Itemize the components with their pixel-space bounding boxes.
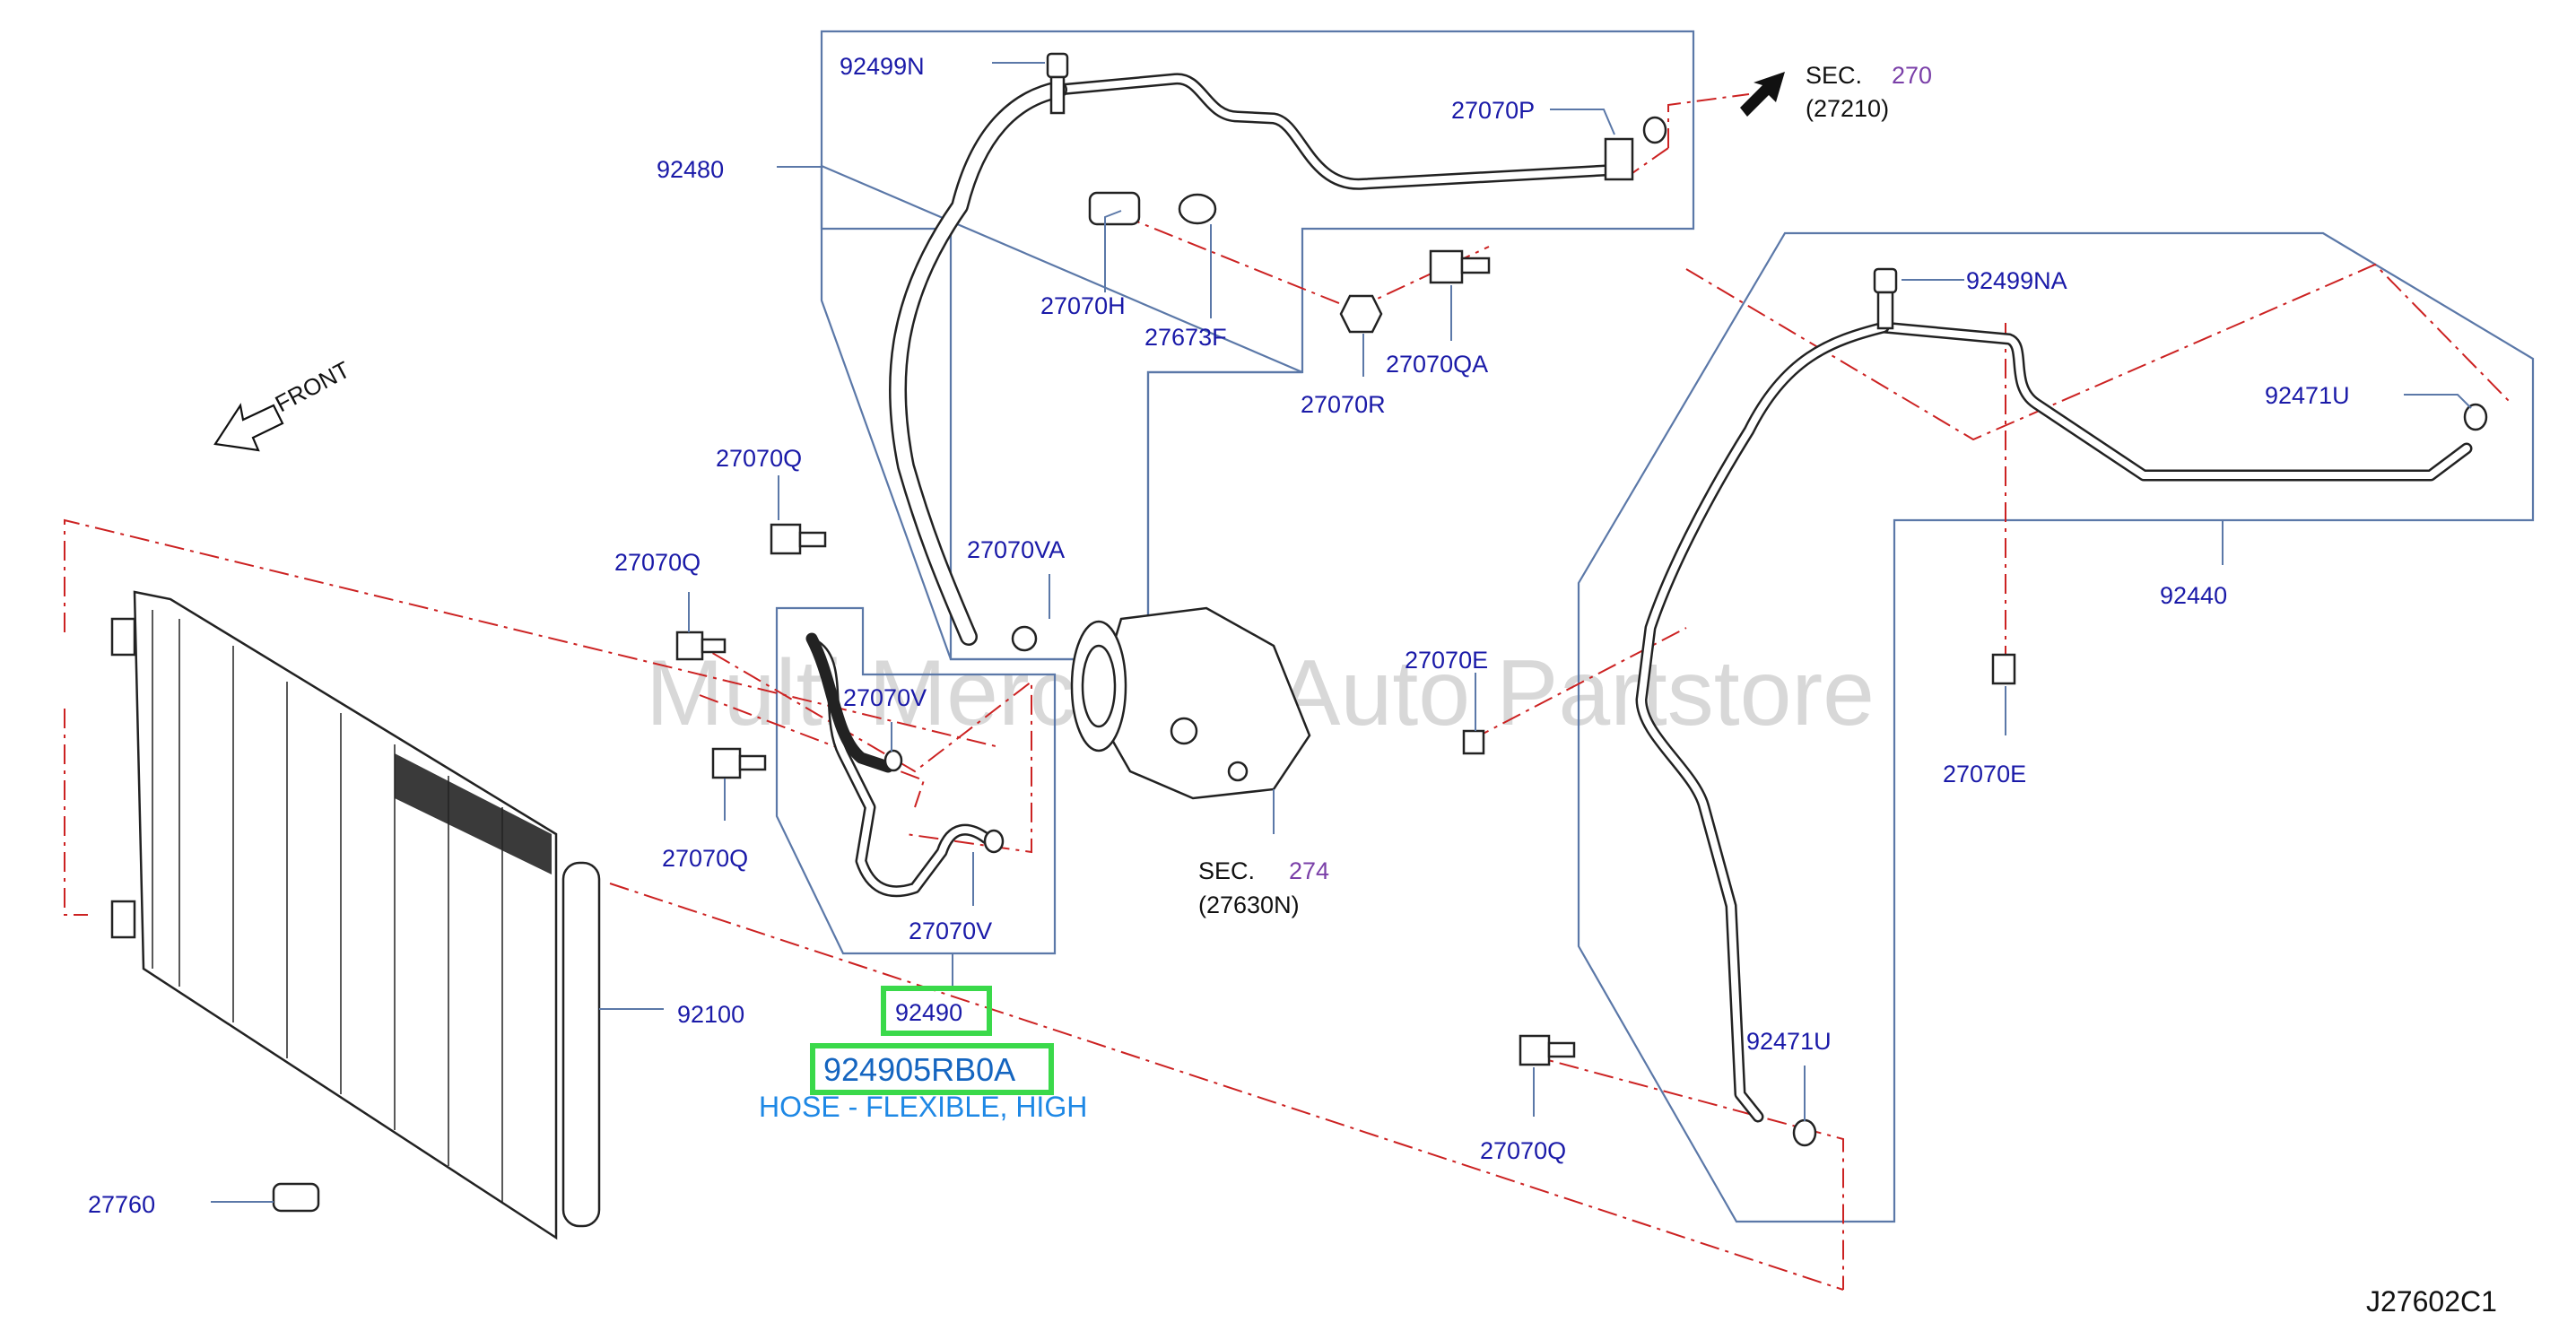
fitting-27070p [1604,116,1667,181]
oring-27070v [883,749,1005,854]
outline-group-92490 [775,606,1057,955]
dashed-ref-condenser-bottom [609,883,1844,1291]
dashed-ref-qa [1353,246,1490,310]
label-92480[interactable]: 92480 [657,156,724,183]
leader-lines [211,62,2472,1203]
label-27673f[interactable]: 27673F [1144,324,1227,351]
label-27070qa[interactable]: 27070QA [1386,351,1488,378]
label-92440[interactable]: 92440 [2160,582,2227,609]
label-27070q-4[interactable]: 27070Q [1480,1137,1566,1164]
dashed-ref-27070h [1120,214,1355,310]
dashed-ref-92440-top [1685,263,2512,441]
dashed-ref-27070e-h [1470,627,1687,741]
bolt-27070q-4 [1519,1034,1576,1066]
dashed-ref-q-lower [699,694,926,808]
front-label: FRONT [271,356,354,418]
label-27070q-2[interactable]: 27070Q [614,549,701,576]
sensor-27760 [272,1182,320,1213]
highlight-description: HOSE - FLEXIBLE, HIGH [759,1091,1087,1123]
compressor-sec-274[interactable] [1070,606,1311,800]
label-27070va[interactable]: 27070VA [967,536,1065,563]
label-27070r[interactable]: 27070R [1301,391,1386,418]
highlight-code-box [810,1043,1054,1095]
bolt-27070q-1 [770,523,827,555]
label-27070q-3[interactable]: 27070Q [662,845,748,872]
sec-270-subref: (27210) [1806,95,1889,122]
dashed-ref-condenser-mid [64,709,88,916]
hose-92490 [805,632,993,898]
dashed-ref-condenser-top [64,518,996,747]
outline-group-92480 [820,30,1695,661]
sec-270-arrow-icon [1740,72,1785,117]
label-92471u-top[interactable]: 92471U [2265,382,2350,409]
pipe-92440 [1635,321,2473,1123]
sec-274-subref: (27630N) [1198,892,1300,918]
oring-27070va [1011,625,1038,652]
sec-270-number[interactable]: 270 [1892,62,1932,89]
pipe-92480 [888,73,1612,646]
highlight-code[interactable]: 924905RB0A [823,1051,1015,1088]
bolt-27070q-3 [711,747,767,779]
dashed-ref-sec270 [1667,93,1750,148]
dashed-ref-bottom-right [1524,1053,1844,1290]
outline-group-92440 [1577,231,2535,1223]
label-27070q-1[interactable]: 27070Q [716,445,802,472]
cap-92499na [1873,267,1898,330]
label-27070v-1[interactable]: 27070V [843,684,927,711]
sec-274-word: SEC. [1198,857,1255,884]
label-27760[interactable]: 27760 [88,1191,155,1218]
condenser-92100[interactable] [110,590,601,1240]
label-27070v-2[interactable]: 27070V [909,918,992,944]
diagram-id: J27602C1 [2366,1285,2497,1318]
label-92100[interactable]: 92100 [677,1001,744,1028]
highlight-part-number[interactable]: 92490 [895,999,962,1026]
highlight-part-number-box [881,986,992,1036]
bolt-27070qa [1429,249,1491,284]
front-arrow-icon [213,403,284,452]
sec-274-number[interactable]: 274 [1289,857,1329,884]
label-92471u-bottom[interactable]: 92471U [1746,1028,1832,1055]
nut-27070r [1339,294,1383,334]
label-27070e-left[interactable]: 27070E [1405,647,1488,674]
label-27070e-right[interactable]: 27070E [1943,761,2026,787]
label-92499n[interactable]: 92499N [840,53,925,80]
oring-92471u [1792,403,2488,1147]
label-27070h[interactable]: 27070H [1040,292,1126,319]
sec-270-word: SEC. [1806,62,1862,89]
cap-92499n [1046,52,1069,115]
fitting-27070h-27673f [1088,191,1217,226]
label-92499na[interactable]: 92499NA [1966,267,2067,294]
clip-27070e [1462,653,2016,755]
label-27070p[interactable]: 27070P [1451,97,1535,124]
